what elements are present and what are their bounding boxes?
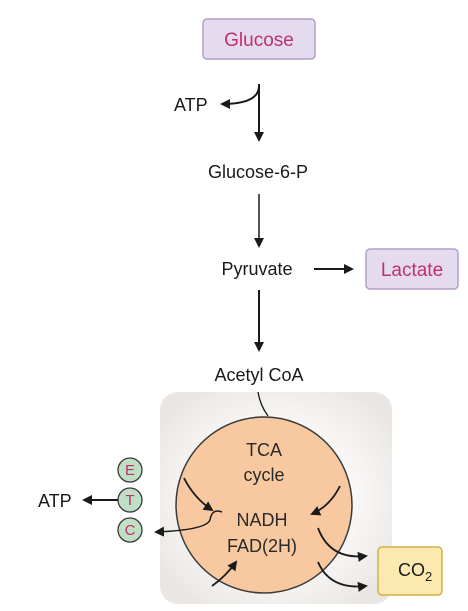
etc-c-circle (117, 517, 143, 543)
arrow-cycle-to-fad (211, 560, 238, 587)
atp-top-label: ATP (174, 95, 208, 115)
lactate-label: Lactate (381, 260, 443, 281)
nadh-label: NADH (236, 510, 287, 530)
etc-c-label: C (125, 522, 136, 539)
arrow-cycle-to-co2-upper (317, 527, 368, 562)
lactate-box (365, 248, 459, 290)
co2-label: CO2 (398, 560, 432, 584)
co2-subscript: 2 (425, 569, 432, 584)
glucose-box (202, 18, 316, 60)
arrow-cycle-to-nadh-left (183, 477, 214, 512)
tca-label-line1: TCA (246, 440, 282, 460)
tca-label-line2: cycle (243, 465, 284, 485)
arrow-cycle-to-nadh-right (310, 485, 341, 516)
glucose-6-p-label: Glucose-6-P (208, 162, 308, 182)
arrow-cycle-to-co2-lower (317, 561, 368, 592)
arrow-to-atp-top (220, 85, 260, 109)
acetyl-coa-label: Acetyl CoA (214, 365, 303, 385)
co2-box (377, 546, 443, 596)
etc-e-circle (117, 457, 143, 483)
glucose-label: Glucose (224, 30, 294, 51)
etc-t-label: T (125, 492, 134, 509)
etc-e-label: E (125, 462, 135, 479)
atp-left-label: ATP (38, 491, 72, 511)
fad-label: FAD(2H) (227, 536, 297, 556)
pyruvate-label: Pyruvate (221, 259, 292, 279)
tca-cycle-circle (175, 416, 353, 594)
co2-main: CO (398, 560, 425, 580)
arrow-nadh-to-etc (154, 510, 223, 537)
connector-acetyl-coa-to-cycle (257, 391, 269, 417)
